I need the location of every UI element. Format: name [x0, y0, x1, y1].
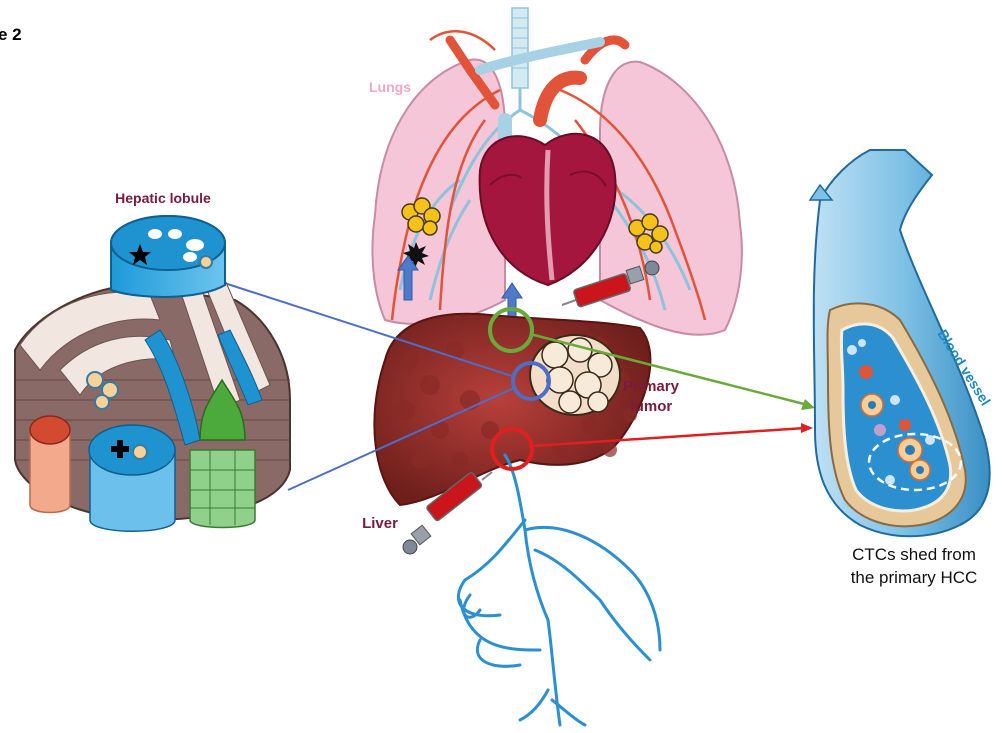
red-arrowhead [801, 423, 813, 433]
caption-line1: CTCs shed from [852, 545, 976, 564]
caption-line2: the primary HCC [851, 568, 978, 587]
figure-label: e 2 [0, 25, 22, 44]
portal-vein-tree [458, 455, 660, 725]
hepatic-lobule-label: Hepatic lobule [115, 190, 211, 206]
primary-tumor-label-line2: tumor [630, 398, 673, 415]
green-arrowhead [801, 399, 815, 410]
lungs-label: Lungs [369, 79, 411, 95]
primary-tumor-label-line1: Primary [623, 378, 680, 395]
hepatic-lobule-illustration [15, 216, 290, 531]
liver-label: Liver [362, 515, 398, 532]
liver-illustration [374, 314, 650, 505]
blood-vessel-illustration [810, 150, 990, 536]
primary-tumor [530, 335, 620, 415]
